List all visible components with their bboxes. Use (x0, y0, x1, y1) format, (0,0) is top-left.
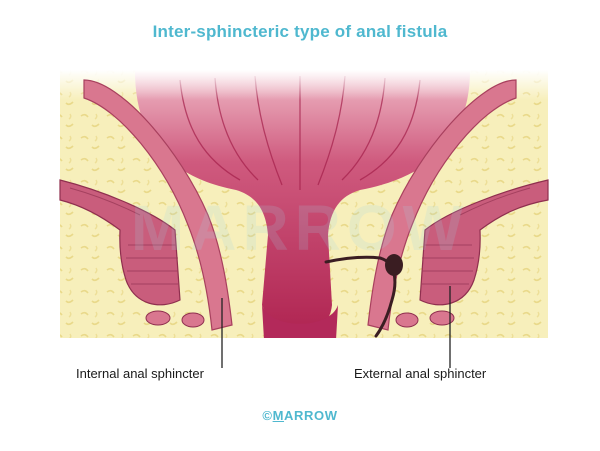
copyright-symbol: © (262, 408, 273, 423)
external-sphincter-left (59, 179, 181, 306)
label-external-anal-sphincter: External anal sphincter (354, 366, 487, 381)
watermark: MARROW (131, 192, 469, 264)
diagram-title: Inter-sphincteric type of anal fistula (152, 22, 448, 41)
fistula-abscess (385, 254, 403, 276)
logo-m: M (272, 408, 285, 423)
external-sphincter-right (419, 179, 549, 306)
marrow-logo: ©MARROW (0, 408, 600, 423)
label-internal-anal-sphincter: Internal anal sphincter (76, 366, 204, 381)
rectal-mucosa (135, 70, 470, 333)
anal-canal (262, 305, 338, 340)
logo-rest: ARROW (284, 408, 338, 423)
internal-sphincter-right (367, 79, 517, 331)
